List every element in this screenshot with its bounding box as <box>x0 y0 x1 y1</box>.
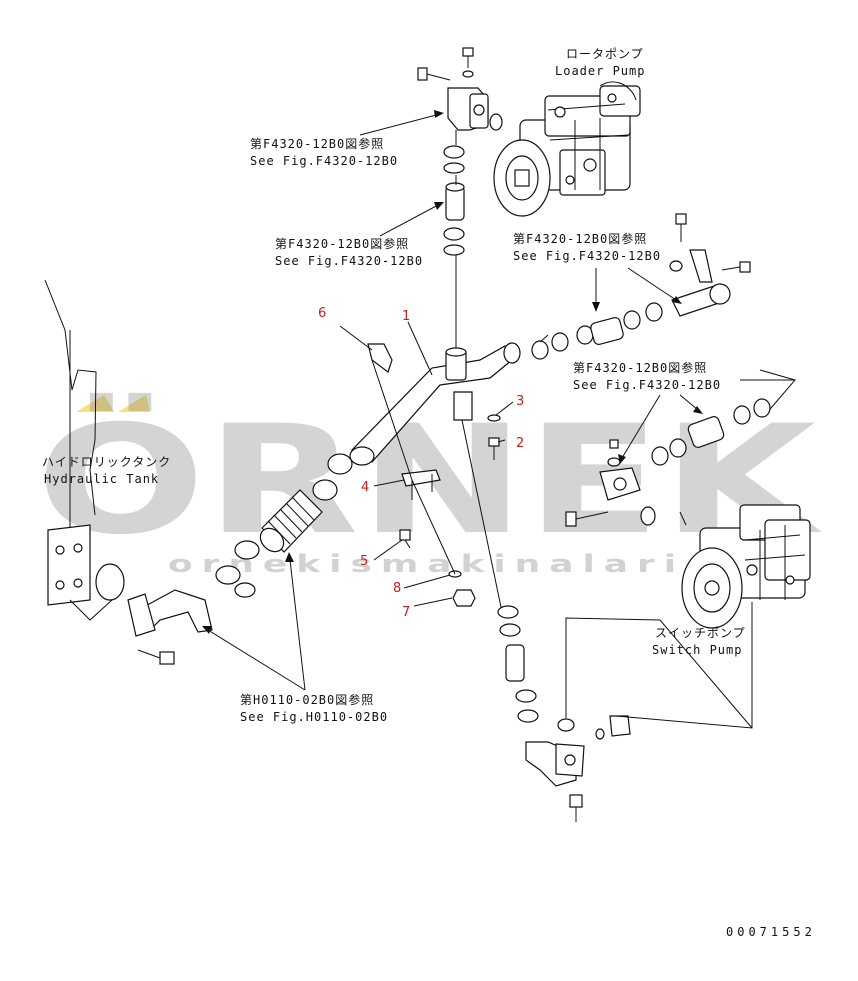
loader-pump-label-jp: ロータポンプ <box>566 47 644 61</box>
ref-label-jp: 第F4320-12B0図参照 <box>250 136 384 151</box>
watermark-accent-right <box>118 395 150 412</box>
ref-label-en: See Fig.F4320-12B0 <box>573 378 721 392</box>
arrowhead <box>693 406 703 414</box>
ref-label-en: See Fig.F4320-12B0 <box>513 249 661 263</box>
part-number-7: 7 <box>402 605 410 620</box>
part-number-8: 8 <box>393 581 401 596</box>
leader-line <box>565 617 753 729</box>
ref-label-jp: 第F4320-12B0図参照 <box>573 360 707 375</box>
part-number-6: 6 <box>318 306 326 321</box>
ref-leader <box>289 559 306 691</box>
watermark-accent-left <box>76 395 114 412</box>
ref-label-en: See Fig.F4320-12B0 <box>275 254 423 268</box>
ref-label-en: See Fig.F4320-12B0 <box>250 154 398 168</box>
ref-leader <box>359 113 441 136</box>
main-pipe <box>349 342 521 466</box>
ref-label-jp: 第H0110-02B0図参照 <box>240 692 374 707</box>
hydraulic-tank-label-jp: ハイドロリックタンク <box>42 455 171 469</box>
arrowhead <box>434 110 444 118</box>
ref-leader <box>627 267 677 301</box>
arrowhead <box>202 626 212 634</box>
ref-leader <box>207 629 306 691</box>
part-number-5: 5 <box>360 554 368 569</box>
suction-line <box>127 453 353 665</box>
leader-line <box>539 334 797 416</box>
ref-leader <box>379 203 441 237</box>
ref-label-en: See Fig.H0110-02B0 <box>240 710 388 724</box>
hydraulic-tank-label-en: Hydraulic Tank <box>44 472 159 486</box>
top-fittings <box>417 47 503 256</box>
hydraulic-tank <box>44 279 125 621</box>
part-number-1: 1 <box>402 309 410 324</box>
switch-pump-label-jp: スイッチポンプ <box>655 626 746 640</box>
lower-return-line <box>497 605 631 822</box>
ref-leader <box>621 394 661 459</box>
part-leaders <box>339 321 514 613</box>
part-number-4: 4 <box>361 480 369 495</box>
arrowhead <box>434 202 444 210</box>
part-number-3: 3 <box>516 394 524 409</box>
arrowhead <box>285 552 294 562</box>
small-parts <box>367 343 501 607</box>
switch-pump-label-en: Switch Pump <box>652 643 742 657</box>
ref-label-jp: 第F4320-12B0図参照 <box>275 236 409 251</box>
bellows-hose <box>259 489 323 553</box>
ref-leader <box>679 394 699 411</box>
upper-right-hoses <box>531 213 751 360</box>
part-number-2: 2 <box>516 436 524 451</box>
switch-pump-hoses <box>565 398 771 527</box>
arrowhead <box>672 296 682 304</box>
leader-line <box>615 602 753 729</box>
ref-label-jp: 第F4320-12B0図参照 <box>513 231 647 246</box>
loader-pump <box>493 81 641 217</box>
drawing-number: 00071552 <box>726 925 816 939</box>
switch-pump <box>679 504 811 629</box>
loader-pump-label-en: Loader Pump <box>555 64 645 78</box>
arrowhead <box>592 302 600 312</box>
